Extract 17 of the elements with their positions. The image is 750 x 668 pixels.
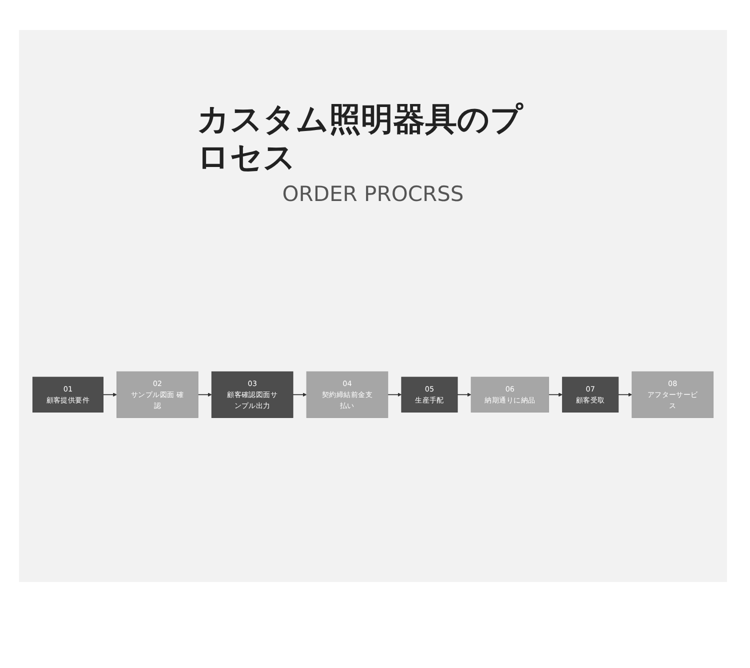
arrow: [548, 393, 563, 397]
node-box: [306, 372, 388, 418]
arrow: [292, 393, 307, 397]
subtitle: ORDER PROCRSS: [282, 182, 464, 206]
arrow: [457, 393, 472, 397]
arrow: [198, 393, 212, 397]
node-box: [562, 377, 619, 413]
node-box: [470, 377, 550, 413]
title: カスタム照明器具のプロセス: [197, 100, 524, 177]
node-box: [32, 377, 104, 413]
node-box: [211, 372, 294, 418]
node-box: [116, 372, 198, 418]
node-box: [632, 372, 714, 418]
arrow: [618, 393, 632, 397]
arrow: [102, 393, 117, 397]
node-box: [401, 377, 458, 413]
arrow: [387, 393, 402, 397]
